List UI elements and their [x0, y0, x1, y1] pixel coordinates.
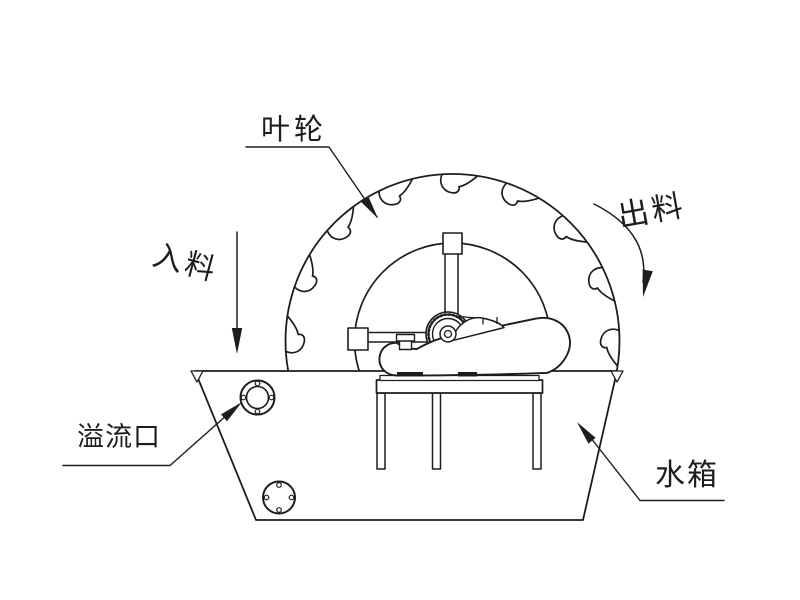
drain-flange-circle	[262, 480, 296, 515]
feed-arrowhead	[231, 328, 243, 354]
bolt-icon	[268, 394, 275, 401]
motor-housing	[378, 315, 571, 377]
tank-lip-right	[610, 370, 624, 383]
water-tank	[190, 370, 624, 521]
spoke-vertical	[444, 249, 459, 321]
overflow-flange-inner	[245, 385, 270, 410]
stand-leg-middle	[431, 392, 442, 470]
annotations	[62, 146, 725, 502]
belt-line	[458, 315, 477, 319]
bolt-icon	[288, 494, 295, 501]
arrowheads	[221, 196, 653, 444]
stand-leg-left	[376, 392, 386, 470]
bolt-icon	[254, 408, 261, 415]
bolt-icon	[276, 507, 282, 513]
label-discharge: 出料	[615, 188, 688, 234]
spoke-block-left	[347, 327, 369, 351]
stand-leg-right	[532, 392, 542, 470]
tank-arrowhead	[577, 422, 596, 444]
terminal-box-body	[398, 339, 413, 351]
motor-cap-hump	[451, 316, 505, 342]
spoke-block-top	[442, 232, 463, 255]
motor-body	[378, 316, 571, 377]
motor-foot	[397, 372, 423, 377]
motor-foot	[458, 372, 477, 377]
bolt-icon	[276, 482, 282, 488]
bolt-icon	[254, 380, 261, 387]
leader-overflow	[62, 406, 237, 467]
tank-lip-left	[190, 370, 204, 383]
overflow-flange-outer	[239, 379, 276, 416]
support-stand	[375, 374, 544, 470]
drain-flange	[262, 480, 296, 515]
terminal-box-lip	[395, 333, 416, 342]
label-tank: 水箱	[655, 459, 719, 492]
leader-impeller	[245, 146, 378, 218]
bolt-icon	[263, 494, 270, 501]
label-feed: 入料	[149, 239, 221, 288]
rotation-arrowhead	[642, 269, 653, 297]
overflow-arrowhead	[221, 402, 242, 422]
bolt-icon	[240, 394, 247, 401]
overflow-flange	[239, 379, 276, 416]
pulley-shaft	[443, 329, 453, 339]
label-impeller: 叶轮	[261, 113, 327, 146]
stand-top-bar	[375, 379, 544, 394]
leader-tank	[582, 427, 725, 502]
label-overflow: 溢流口	[77, 422, 161, 452]
impeller-arrowhead	[360, 196, 378, 219]
